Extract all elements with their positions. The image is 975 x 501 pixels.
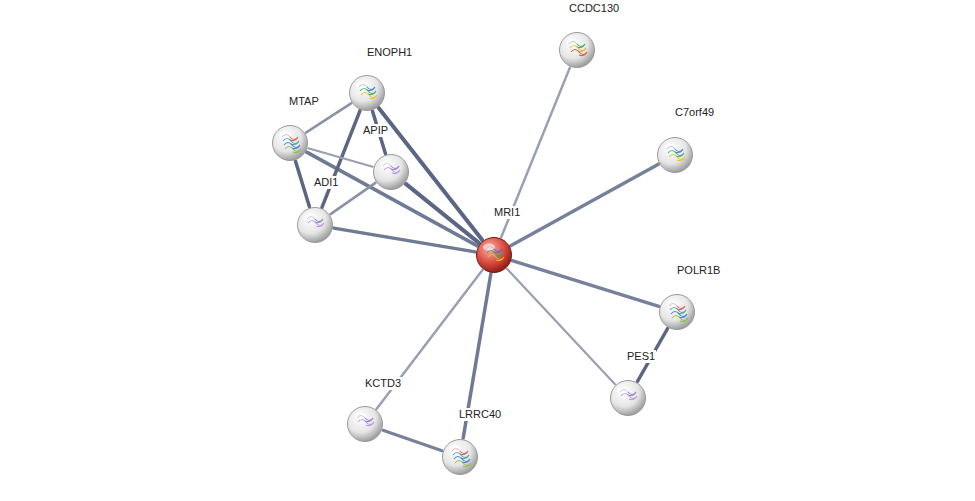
protein-sphere	[372, 153, 410, 191]
protein-sphere	[296, 206, 334, 244]
protein-label: APIP	[362, 124, 389, 137]
protein-node: KCTD3	[346, 405, 384, 443]
protein-sphere	[558, 31, 596, 69]
protein-node: APIP	[372, 153, 410, 191]
interaction-line	[322, 111, 360, 208]
protein-node: LRRC40	[441, 438, 479, 476]
protein-sphere	[658, 293, 696, 331]
protein-sphere	[441, 438, 479, 476]
protein-node: C7orf49	[656, 136, 694, 174]
protein-label: CCDC130	[568, 2, 620, 15]
protein-label: MTAP	[288, 95, 320, 108]
protein-node: MRI1	[475, 236, 513, 274]
interaction-line	[307, 152, 478, 246]
protein-node: MTAP	[271, 124, 309, 162]
protein-node: ENOPH1	[348, 74, 386, 112]
protein-node: POLR1B	[658, 293, 696, 331]
interaction-line	[511, 164, 659, 246]
protein-sphere	[475, 236, 513, 274]
protein-label: PES1	[626, 350, 656, 363]
protein-sphere	[348, 74, 386, 112]
protein-label: LRRC40	[458, 408, 502, 421]
interaction-line	[507, 269, 615, 384]
interaction-line	[296, 161, 310, 207]
interaction-line	[512, 261, 659, 307]
protein-label: C7orf49	[674, 106, 715, 119]
protein-node: PES1	[609, 379, 647, 417]
protein-label: KCTD3	[364, 377, 402, 390]
protein-sphere	[609, 379, 647, 417]
protein-label: ADI1	[313, 176, 339, 189]
protein-sphere	[346, 405, 384, 443]
protein-node: ADI1	[296, 206, 334, 244]
protein-node: CCDC130	[558, 31, 596, 69]
interaction-line	[383, 430, 442, 451]
protein-sphere	[271, 124, 309, 162]
protein-label: POLR1B	[676, 264, 721, 277]
protein-sphere	[656, 136, 694, 174]
protein-label: ENOPH1	[366, 46, 413, 59]
protein-label: MRI1	[493, 206, 521, 219]
interaction-line	[308, 148, 372, 167]
